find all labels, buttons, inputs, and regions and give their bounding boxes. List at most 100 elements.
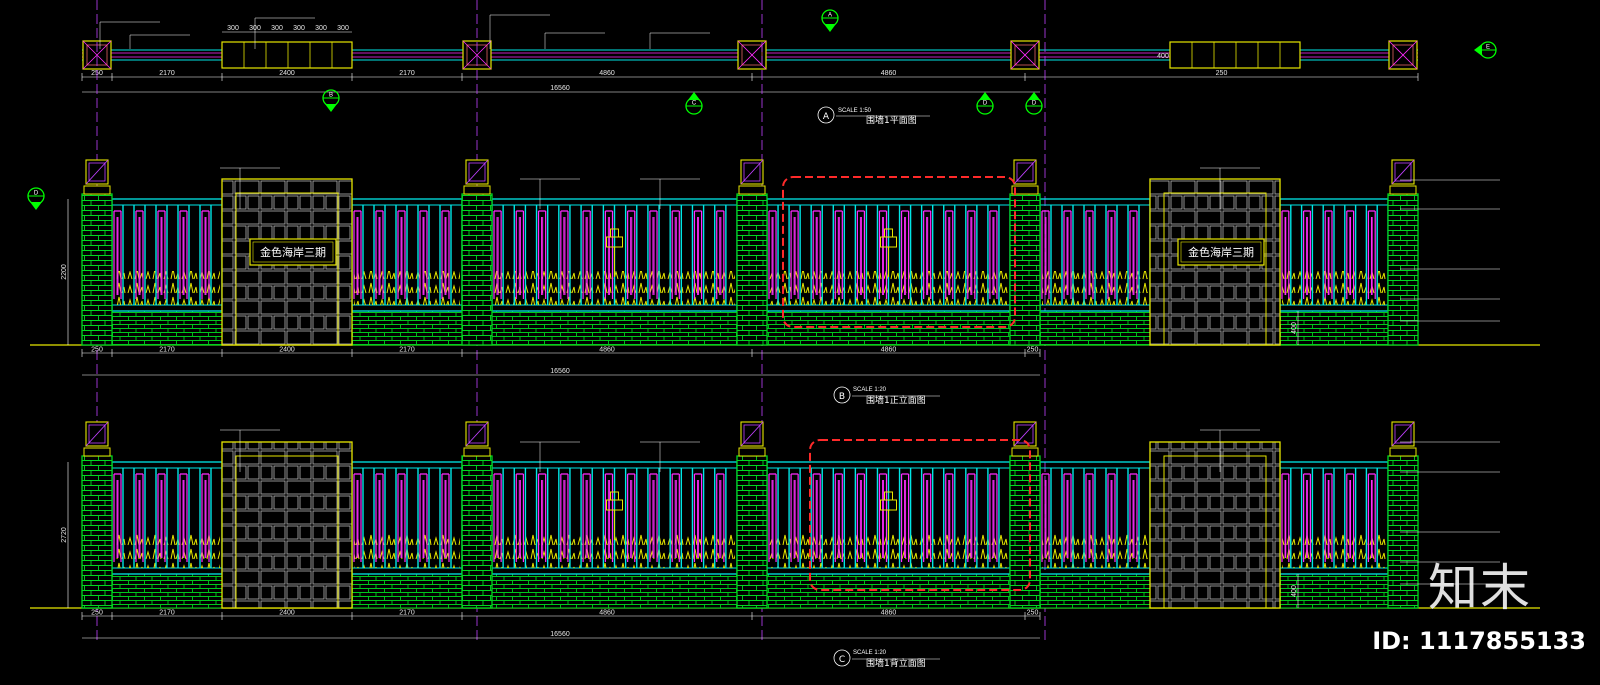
front-fence-ornament <box>560 210 569 299</box>
back-stone-wall <box>1149 441 1281 609</box>
back-fence-ornament <box>400 480 403 558</box>
front-pillar-lamp-diag <box>1013 159 1037 185</box>
back-pillar <box>81 421 113 609</box>
front-fence-ornament <box>989 210 998 299</box>
plan-post-cross <box>1388 40 1418 70</box>
front-fence-ornament <box>378 217 381 295</box>
front-fence-ornament <box>923 210 932 299</box>
back-fence-ornament <box>1041 473 1050 562</box>
front-fence-ornament <box>771 217 774 295</box>
front-fence-ornament <box>1327 217 1330 295</box>
back-fence-ornament <box>585 480 588 558</box>
front-fence-ornament <box>1370 217 1373 295</box>
front-fence-ornament <box>422 217 425 295</box>
back-height-dim-text: 2720 <box>61 527 68 543</box>
back-fence-ornament <box>859 480 862 558</box>
plan-sign-wall <box>1169 41 1301 69</box>
front-fence-ornament <box>790 210 799 299</box>
back-fence-ornament <box>157 473 166 562</box>
back-fence-ornament <box>422 480 425 558</box>
back-fence-ornament <box>160 480 163 558</box>
front-fence-ornament <box>693 210 703 299</box>
front-fence-ornament <box>1088 217 1091 295</box>
front-fence-ornament <box>116 217 119 295</box>
front-brick-base <box>111 310 223 346</box>
back-pillar <box>1009 421 1041 609</box>
plan-sign-wall-box <box>221 41 353 69</box>
back-fence-ornament <box>397 473 406 562</box>
back-fence-ornament <box>1327 480 1330 558</box>
back-fence-ornament <box>182 480 185 558</box>
back-fence-ornament <box>518 480 521 558</box>
back-fence-ornament <box>204 480 207 558</box>
front-sign-text: 金色海岸三期 <box>260 245 326 259</box>
front-fence-ornament <box>356 217 359 295</box>
back-pillar-body <box>736 455 768 609</box>
back-fence-ornament <box>541 480 544 558</box>
back-fence-ornament <box>771 480 774 558</box>
plan-sign-wall <box>221 41 353 69</box>
section-marker-letter: A <box>828 13 832 19</box>
front-fence-ornament <box>496 217 499 295</box>
section-marker: C <box>685 92 703 115</box>
back-pillar-lamp-glass <box>468 424 486 444</box>
front-fence-ornament <box>1284 217 1287 295</box>
front-fence-ornament <box>970 217 973 295</box>
back-pillar-lamp-diag <box>1013 421 1037 447</box>
back-title-mark: C <box>839 655 845 665</box>
back-fence-ornament <box>649 473 658 562</box>
section-marker: D <box>1025 92 1043 115</box>
back-fence-span <box>351 461 463 609</box>
back-fence-ornament <box>201 473 210 562</box>
front-pillar-lamp-diag <box>465 159 489 185</box>
back-fence-ornament <box>793 480 796 558</box>
plan-title-mark: A <box>823 112 830 122</box>
plan-dim-text: 4860 <box>599 70 615 77</box>
plan-post-inner <box>741 44 763 66</box>
back-fence-ornament <box>1367 473 1376 562</box>
front-fence-ornament <box>1063 210 1072 299</box>
front-pillar-lamp-glass <box>1394 162 1412 182</box>
front-fence-ornament <box>900 210 910 299</box>
back-brick-base <box>111 573 223 609</box>
front-pillar-lamp-glass <box>743 162 761 182</box>
back-fence-ornament <box>419 473 428 562</box>
front-sign-plate <box>1177 238 1265 266</box>
front-fence-ornament <box>768 210 777 299</box>
back-fence-ornament <box>135 473 144 562</box>
front-fence-ornament <box>582 210 591 299</box>
back-fence-ornament <box>356 480 359 558</box>
front-fence-ornament <box>1306 217 1308 295</box>
front-fence-ornament <box>856 210 866 299</box>
back-pillar-lamp-diag <box>85 421 109 447</box>
back-fence-ornament <box>441 473 450 562</box>
plan-subdim-text: 300 <box>227 25 239 32</box>
back-fence-ornament <box>1129 473 1138 562</box>
front-height-dim-text: 2200 <box>61 264 68 280</box>
back-fence-emblem <box>880 491 897 540</box>
front-pillar <box>1387 159 1419 346</box>
back-fence-ornament <box>1346 473 1355 562</box>
section-marker-arrow <box>1028 92 1040 100</box>
front-pillar <box>736 159 768 346</box>
front-stone-wall: 金色海岸三期 <box>221 178 353 346</box>
front-fence-ornament <box>1349 217 1352 295</box>
front-fence-ornament <box>837 217 840 295</box>
back-fence-span <box>491 461 738 609</box>
front-pillar-cap <box>738 185 766 195</box>
back-fence-ornament <box>515 473 525 562</box>
back-fence-ornament <box>444 480 447 558</box>
front-fence-ornament <box>515 210 525 299</box>
back-fence-ornament <box>1306 480 1308 558</box>
front-fence-ornament <box>1066 217 1069 295</box>
back-pillar-cap <box>83 447 111 457</box>
back-fence-ornament <box>1324 473 1333 562</box>
front-fence-ornament <box>859 217 862 295</box>
front-dim-text: 4860 <box>881 347 897 354</box>
back-fence-ornament <box>967 473 976 562</box>
front-fence-ornament <box>697 217 700 295</box>
front-pillar-lamp-diag <box>1391 159 1415 185</box>
